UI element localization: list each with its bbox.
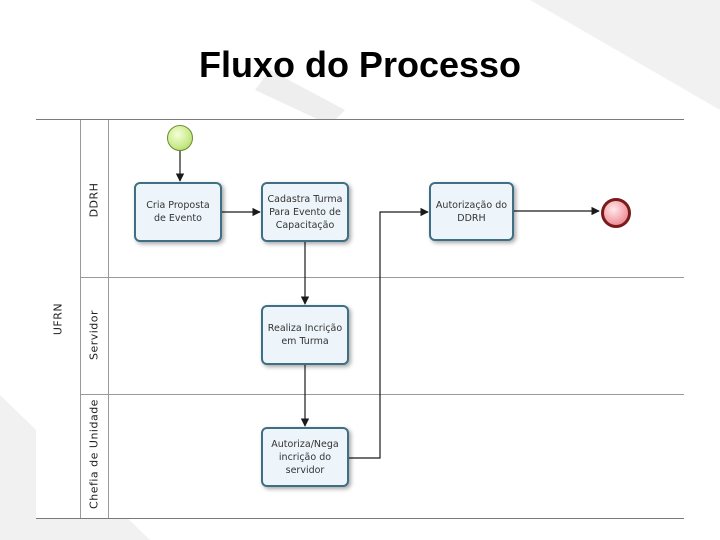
task-realiza-inscricao: Realiza Incrição em Turma [261,305,349,365]
lane-header-chefia: Chefia de Unidade [80,394,109,518]
end-event [601,198,631,228]
task-autorizacao-ddrh: Autorização do DDRH [429,182,514,241]
lane-header-ddrh: DDRH [80,120,109,277]
flow-autoriza-to-ddrh [349,207,429,459]
pool-header: UFRN [36,120,81,518]
page-title: Fluxo do Processo [198,44,522,85]
task-label: Cria Proposta de Evento [146,200,210,224]
task-label: Cadastra Turma Para Evento de Capacitaçã… [267,193,343,231]
task-cria-proposta: Cria Proposta de Evento [134,182,222,242]
lane-divider [80,394,684,395]
lane-divider [80,277,684,278]
lane-header-servidor: Servidor [80,277,109,394]
task-label: Realiza Incrição em Turma [267,323,343,347]
task-label: Autorização do DDRH [435,199,508,224]
task-autoriza-nega: Autoriza/Nega incrição do servidor [261,427,349,487]
start-event [167,125,193,151]
task-cadastra-turma: Cadastra Turma Para Evento de Capacitaçã… [261,182,349,242]
task-label: Autoriza/Nega incrição do servidor [271,438,339,476]
